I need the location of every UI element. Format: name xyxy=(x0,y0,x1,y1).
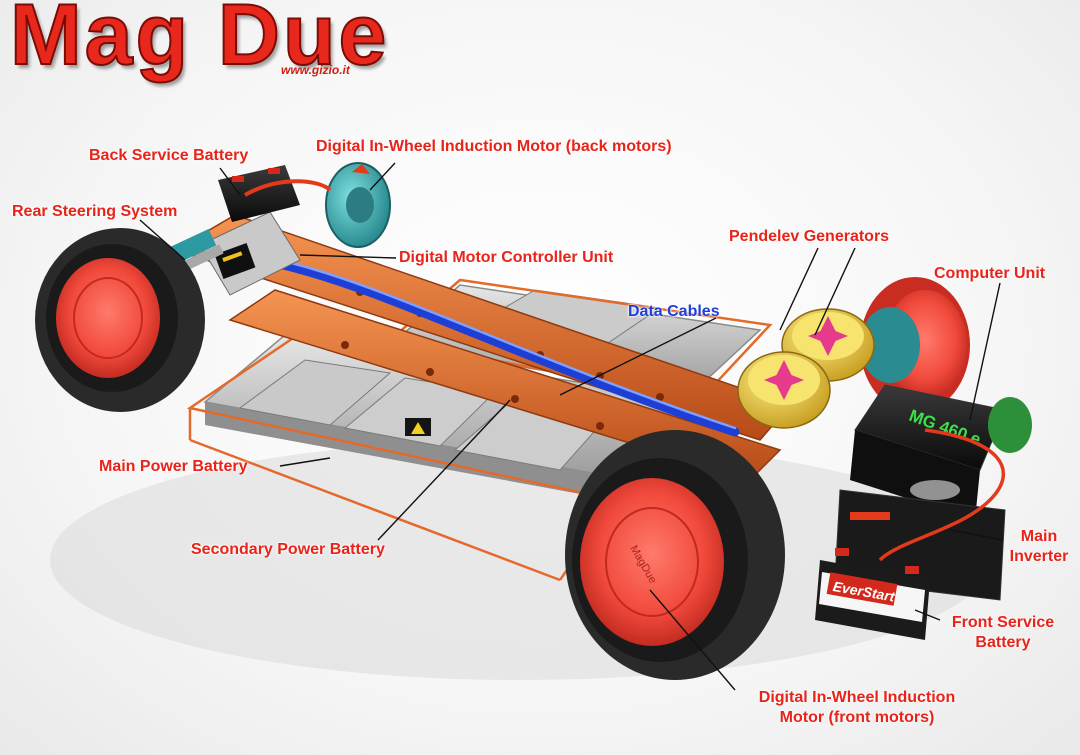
front-service-battery: EverStart xyxy=(815,548,930,640)
label-data-cables: Data Cables xyxy=(628,303,720,320)
label-main-inverter: Main Inverter xyxy=(1002,527,1076,567)
leader-lines xyxy=(139,162,1004,691)
front-back-drum xyxy=(860,277,970,413)
label-back-service-battery: Back Service Battery xyxy=(89,147,249,164)
front-wheel: MagDue xyxy=(565,430,785,680)
label-main-power-battery: Main Power Battery xyxy=(99,458,248,475)
label-front-service-battery: Front Service Battery xyxy=(940,613,1066,653)
label-pendelev-generators: Pendelev Generators xyxy=(729,228,890,245)
label-main-inverter-line1: Main xyxy=(1020,528,1058,545)
back-service-battery xyxy=(218,165,300,222)
label-computer-unit: Computer Unit xyxy=(934,265,1046,282)
main-power-battery-tray xyxy=(203,334,722,505)
label-main-inverter-line2: Inverter xyxy=(1009,548,1069,565)
label-secondary-power-battery: Secondary Power Battery xyxy=(191,541,385,558)
data-cables xyxy=(265,257,740,437)
label-front-motors: Digital In-Wheel Induction Motor (front … xyxy=(736,688,978,728)
pendelev-generators xyxy=(737,308,875,429)
data-cables-highlight xyxy=(268,256,737,430)
rear-cable xyxy=(244,179,332,197)
back-motor xyxy=(325,162,391,248)
label-rear-steering-system: Rear Steering System xyxy=(12,203,178,220)
label-front-motors-line1: Digital In-Wheel Induction xyxy=(758,689,956,706)
rear-wheel xyxy=(35,228,205,412)
label-back-motors: Digital In-Wheel Induction Motor (back m… xyxy=(316,138,672,155)
label-front-service-line2: Battery xyxy=(975,634,1031,651)
label-front-motors-line2: Motor (front motors) xyxy=(779,709,935,726)
rear-motor-controller-box xyxy=(199,211,301,296)
front-cables xyxy=(878,428,1006,562)
green-tank xyxy=(988,397,1032,453)
label-front-service-line1: Front Service xyxy=(951,614,1055,631)
computer-unit: MG 460 e xyxy=(850,384,1006,520)
label-motor-controller: Digital Motor Controller Unit xyxy=(399,249,614,266)
page-title: Mag Due xyxy=(9,0,390,84)
website-url[interactable]: www.gizio.it xyxy=(281,63,350,77)
